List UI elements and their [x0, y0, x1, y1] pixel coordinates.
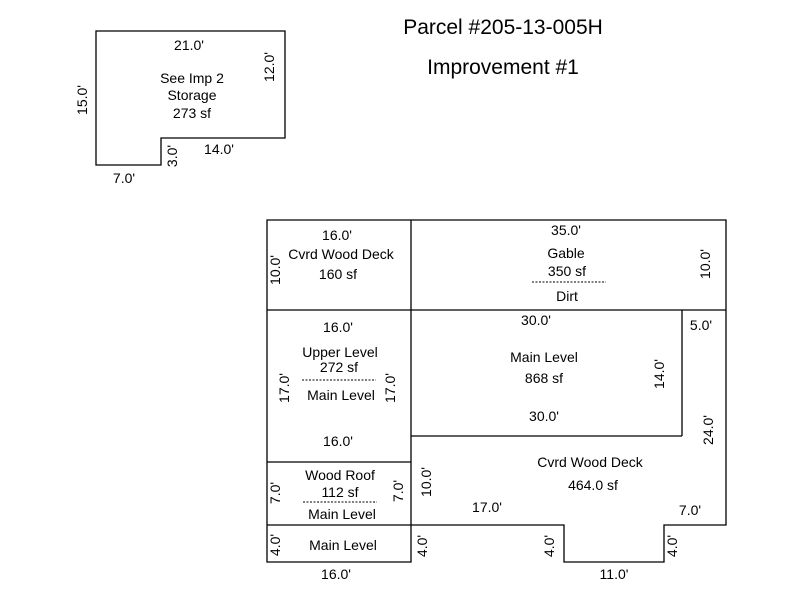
storage-notch-side-dim: 3.0': [164, 145, 180, 167]
storage-bottom-dim: 7.0': [113, 170, 135, 186]
wood-roof-area: 112 sf: [321, 484, 358, 500]
storage-outline: [95, 30, 286, 166]
upper-right-dim: 17.0': [382, 373, 398, 403]
wood-roof-left-dim: 7.0': [267, 482, 283, 504]
parcel-title: Parcel #205-13-005H: [403, 16, 603, 39]
upper-name: Upper Level: [302, 344, 378, 360]
building-outline: [266, 219, 727, 563]
upper-bottom-dim: 16.0': [323, 433, 353, 449]
deck-large-right-dim: 7.0': [679, 502, 701, 518]
deck-top-height-dim: 10.0': [267, 255, 283, 285]
wood-roof-right-dim: 7.0': [390, 480, 406, 502]
wood-roof-below: Main Level: [308, 506, 376, 522]
upper-top-dim: 16.0': [323, 319, 353, 335]
right-height-dim: 24.0': [700, 415, 716, 445]
deck-large-name: Cvrd Wood Deck: [537, 454, 644, 470]
main-area: 868 sf: [525, 370, 563, 386]
storage-area: 273 sf: [173, 105, 211, 121]
gable-width-dim: 35.0': [551, 222, 581, 238]
deck-large-left-dim: 10.0': [418, 467, 434, 497]
storage-use: Storage: [167, 87, 216, 103]
main-right-dim: 14.0': [651, 359, 667, 389]
storage-name: See Imp 2: [160, 70, 224, 86]
main-bottom-right-dim: 4.0': [414, 535, 430, 557]
deck-top-name: Cvrd Wood Deck: [288, 246, 395, 262]
storage-top-dim: 21.0': [174, 37, 204, 53]
deck-large-area: 464.0 sf: [568, 477, 618, 493]
gable-height-dim: 10.0': [697, 249, 713, 279]
deck-top-width-dim: 16.0': [322, 227, 352, 243]
main-bottom-dim: 30.0': [529, 408, 559, 424]
deck-large-seg-dim: 17.0': [472, 499, 502, 515]
upper-left-dim: 17.0': [276, 373, 292, 403]
gable-below: Dirt: [556, 288, 578, 304]
gable-name: Gable: [547, 245, 585, 261]
notch-left-dim: 4.0': [541, 535, 557, 557]
improvement-title: Improvement #1: [427, 56, 579, 79]
upper-below: Main Level: [307, 387, 375, 403]
storage-notch-bottom-dim: 14.0': [204, 141, 234, 157]
deck-top-area: 160 sf: [319, 266, 357, 282]
main-bottom-width-dim: 16.0': [321, 566, 351, 582]
main-bottom-left-dim: 4.0': [267, 534, 283, 556]
notch-width-dim: 11.0': [600, 566, 629, 582]
main-name: Main Level: [510, 349, 578, 365]
main-top-dim: 30.0': [521, 312, 551, 328]
notch-right-dim: 4.0': [664, 535, 680, 557]
main-bottom-name: Main Level: [309, 537, 377, 553]
right-step-dim: 5.0': [690, 317, 712, 333]
upper-area: 272 sf: [320, 359, 358, 375]
storage-left-dim: 15.0': [74, 85, 90, 115]
gable-area: 350 sf: [548, 263, 586, 279]
wood-roof-name: Wood Roof: [305, 467, 375, 483]
storage-right-dim: 12.0': [261, 52, 277, 82]
